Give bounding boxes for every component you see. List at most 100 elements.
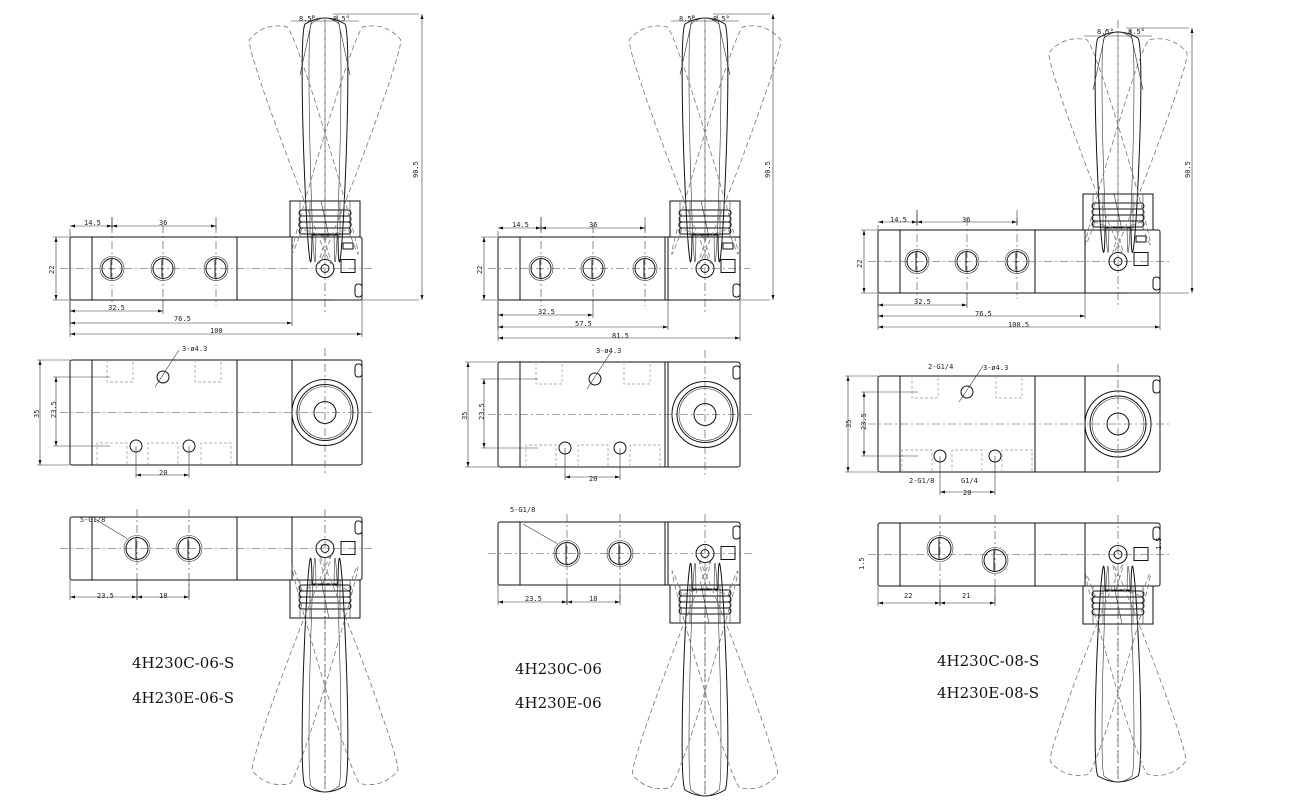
- leader-line: [154, 349, 180, 388]
- knob-icon: [695, 259, 715, 278]
- indicator-slot: [722, 242, 734, 250]
- offset-right-label: 1.5: [1155, 537, 1163, 550]
- port-ring: [528, 256, 554, 281]
- port-icon: [99, 256, 125, 281]
- holes-label: 3-ø4.3: [182, 345, 207, 353]
- port-icon: [926, 535, 954, 562]
- lever-handle: [251, 556, 399, 793]
- dim-14-5: 14.5: [512, 221, 529, 229]
- dim-total: 100: [210, 327, 223, 335]
- clip-icon: [1152, 276, 1161, 291]
- handle-swing-ghost: [1049, 564, 1151, 776]
- angle-left-label: 8.5°: [1097, 28, 1114, 36]
- port-icon: [175, 535, 203, 562]
- height-total-label: 90.5: [764, 161, 772, 178]
- ports-label: 5-G1/8: [510, 506, 535, 514]
- angle-line: [1129, 29, 1144, 91]
- dim-32-5: 32.5: [538, 308, 555, 316]
- handle-swing-ghost: [628, 25, 739, 264]
- port-icon: [203, 256, 229, 281]
- hidden-port: [194, 360, 222, 383]
- dim-32-5: 32.5: [914, 298, 931, 306]
- dim-21: 21: [962, 592, 970, 600]
- angle-line: [679, 14, 694, 76]
- model-name-e: 4H230E-06-S: [132, 689, 234, 707]
- lever-handle: [1048, 31, 1188, 255]
- hidden-port: [577, 444, 609, 467]
- drawing-4h230c-06-s: 8.5° 8.5° 90.5 14.5 36 22 32.5 76.5 100 …: [33, 15, 420, 707]
- port-icon: [123, 535, 151, 562]
- drawing-4h230c-06: 8.5° 8.5° 90.5 14.5 36 22 32.5 57.5 81.5…: [461, 15, 772, 712]
- lever-handle: [1049, 564, 1187, 783]
- dim-23-5: 23.5: [860, 413, 868, 430]
- dim-18: 18: [589, 595, 597, 603]
- port-circle: [582, 258, 604, 279]
- handle-swing-ghost: [248, 25, 359, 264]
- indicator-box: [720, 259, 736, 273]
- angle-left-label: 8.5°: [679, 15, 696, 23]
- port-circle: [928, 537, 952, 560]
- port-icon: [954, 249, 980, 274]
- height-total-label: 90.5: [412, 161, 420, 178]
- handle-swing-ghost: [632, 561, 739, 790]
- port-circle: [956, 251, 978, 272]
- side-view: [37, 348, 374, 478]
- model-name-c: 4H230C-08-S: [937, 652, 1039, 670]
- leader-line: [586, 351, 612, 390]
- top-view: [861, 20, 1194, 330]
- angle-left-label: 8.5°: [299, 15, 316, 23]
- port-icon: [606, 540, 634, 567]
- clip-icon: [1152, 379, 1161, 394]
- leader-line: [94, 518, 128, 539]
- clip-icon: [354, 520, 363, 535]
- valve-body: [69, 359, 363, 466]
- dim-14-5: 14.5: [890, 216, 907, 224]
- handle-grip-inner: [688, 17, 722, 262]
- port-circle: [530, 258, 552, 279]
- port-ring: [606, 540, 634, 567]
- handle-grip-inner: [308, 17, 342, 262]
- indicator-box: [1133, 547, 1149, 561]
- dim-22: 22: [904, 592, 912, 600]
- leader-line: [958, 365, 984, 403]
- port-circle: [205, 258, 227, 279]
- dim-total: 81.5: [612, 332, 629, 340]
- port-icon: [1004, 249, 1030, 274]
- handle-grip-inner: [688, 563, 722, 797]
- dim-mid: 76.5: [174, 315, 191, 323]
- ports-top-label: 2-G1/4: [928, 363, 953, 371]
- lever-handle: [248, 17, 402, 264]
- handle-swing-ghost: [1048, 38, 1151, 255]
- angle-line: [336, 14, 351, 76]
- dim-20: 20: [159, 469, 167, 477]
- bottom-view: [60, 509, 399, 793]
- bottom-view: [488, 514, 778, 797]
- arrowhead: [498, 226, 541, 230]
- angle-right-label: 8.5°: [713, 15, 730, 23]
- port-ring: [1004, 249, 1030, 274]
- dim-23-5: 23.5: [478, 403, 486, 420]
- indicator-box: [720, 546, 736, 560]
- port-circle: [906, 251, 928, 272]
- port-ring: [99, 256, 125, 281]
- nut-mark: [1113, 585, 1123, 625]
- side-view: [845, 364, 1172, 495]
- port-ring: [150, 256, 176, 281]
- valve-body: [69, 516, 363, 581]
- dim-35: 35: [33, 410, 41, 418]
- indicator-box: [340, 259, 356, 273]
- dim-36: 36: [159, 219, 167, 227]
- indicator-box: [340, 541, 356, 555]
- hidden-port: [535, 362, 563, 385]
- height-total-label: 90.5: [1184, 161, 1192, 178]
- ports-bottom-label: 2-G1/8: [909, 477, 934, 485]
- nut-mark: [700, 584, 710, 624]
- dim-23-5-bottom: 23.5: [525, 595, 542, 603]
- port-ring: [926, 535, 954, 562]
- valve-drawing-2: [465, 13, 782, 797]
- model-name-e: 4H230E-08-S: [937, 684, 1039, 702]
- port-ring: [904, 249, 930, 274]
- port-ring: [632, 256, 658, 281]
- dim-22: 22: [48, 266, 56, 274]
- hidden-port: [995, 376, 1023, 399]
